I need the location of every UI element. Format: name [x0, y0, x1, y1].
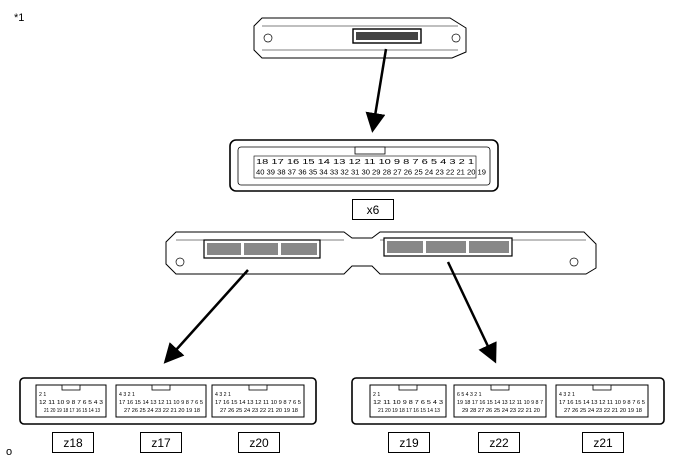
x6-row1-pin-numbers: 18 17 16 15 14 13 12 11 10 9 8 7 6 5 4 3… — [256, 157, 474, 166]
connector-z20-top-pins: 4 3 2 1 — [215, 392, 231, 398]
connector-z21-top-pins: 4 3 2 1 — [559, 392, 575, 398]
x6-row2-pin-numbers: 40 39 38 37 36 35 34 33 32 31 30 29 28 2… — [256, 168, 486, 177]
label-z20: z20 — [238, 432, 280, 453]
connector-z22-row2-pins: 29 28 27 26 25 24 23 22 21 20 — [462, 408, 540, 414]
label-z22: z22 — [478, 432, 520, 453]
connector-z21-row2-pins: 27 26 25 24 23 22 21 20 19 18 — [564, 408, 642, 414]
connector-z18-row2-pins: 21 20 19 18 17 16 15 14 13 — [44, 408, 100, 414]
connector-z20-face: 4 3 2 1 17 16 15 14 13 12 11 10 9 8 7 6 5… — [211, 384, 305, 418]
label-z21: z21 — [582, 432, 624, 453]
lower-ecu-body — [165, 231, 597, 275]
corner-mark-top-left: *1 — [14, 12, 25, 24]
connector-z17-row2-pins: 27 26 25 24 23 22 21 20 19 18 — [124, 408, 200, 414]
connector-z19-row1-pins: 12 11 10 9 8 7 6 5 4 3 — [373, 400, 443, 406]
connector-z19-face: 2 1 12 11 10 9 8 7 6 5 4 3 21 20 19 18 17 … — [369, 384, 447, 418]
connector-z20-row1-pins: 17 16 15 14 13 12 11 10 9 8 7 6 5 — [215, 400, 301, 406]
connector-z18-top-pins: 2 1 — [39, 392, 46, 398]
connector-x6-face: 18 17 16 15 14 13 12 11 10 9 8 7 6 5 4 3… — [229, 139, 499, 192]
arrow-to-left-group — [163, 269, 249, 364]
connector-z22-top-pins: 6 5 4 3 2 1 — [457, 392, 482, 398]
connector-z18-face: 2 1 12 11 10 9 8 7 6 5 4 3 21 20 19 18 17 … — [35, 384, 107, 418]
connector-z22-row1-pins: 19 18 17 16 15 14 13 12 11 10 9 8 7 — [457, 400, 543, 406]
label-z17: z17 — [140, 432, 182, 453]
connector-z17-face: 4 3 2 1 17 16 15 14 13 12 11 10 9 8 7 6 5… — [115, 384, 207, 418]
label-z18: z18 — [52, 432, 94, 453]
connector-z20-row2-pins: 27 26 25 24 23 22 21 20 19 18 — [220, 408, 298, 414]
connector-z21-face: 4 3 2 1 17 16 15 14 13 12 11 10 9 8 7 6 5… — [555, 384, 649, 418]
connector-z19-top-pins: 2 1 — [373, 392, 380, 398]
connector-z18-row1-pins: 12 11 10 9 8 7 6 5 4 3 — [39, 400, 103, 406]
connector-z17-row1-pins: 17 16 15 14 13 12 11 10 9 8 7 6 5 — [119, 400, 203, 406]
label-z19: z19 — [388, 432, 430, 453]
connector-z17-top-pins: 4 3 2 1 — [119, 392, 135, 398]
connector-z21-row1-pins: 17 16 15 14 13 12 11 10 9 8 7 6 5 — [559, 400, 645, 406]
corner-mark-bottom-left: o — [6, 446, 13, 458]
connector-z19-row2-pins: 21 20 19 18 17 16 15 14 13 — [378, 408, 440, 414]
connector-z22-face: 6 5 4 3 2 1 19 18 17 16 15 14 13 12 11 10… — [453, 384, 547, 418]
top-ecu-body — [253, 17, 467, 59]
arrow-to-right-group — [446, 261, 497, 364]
label-x6: x6 — [352, 199, 394, 220]
arrow-to-x6 — [365, 48, 388, 133]
